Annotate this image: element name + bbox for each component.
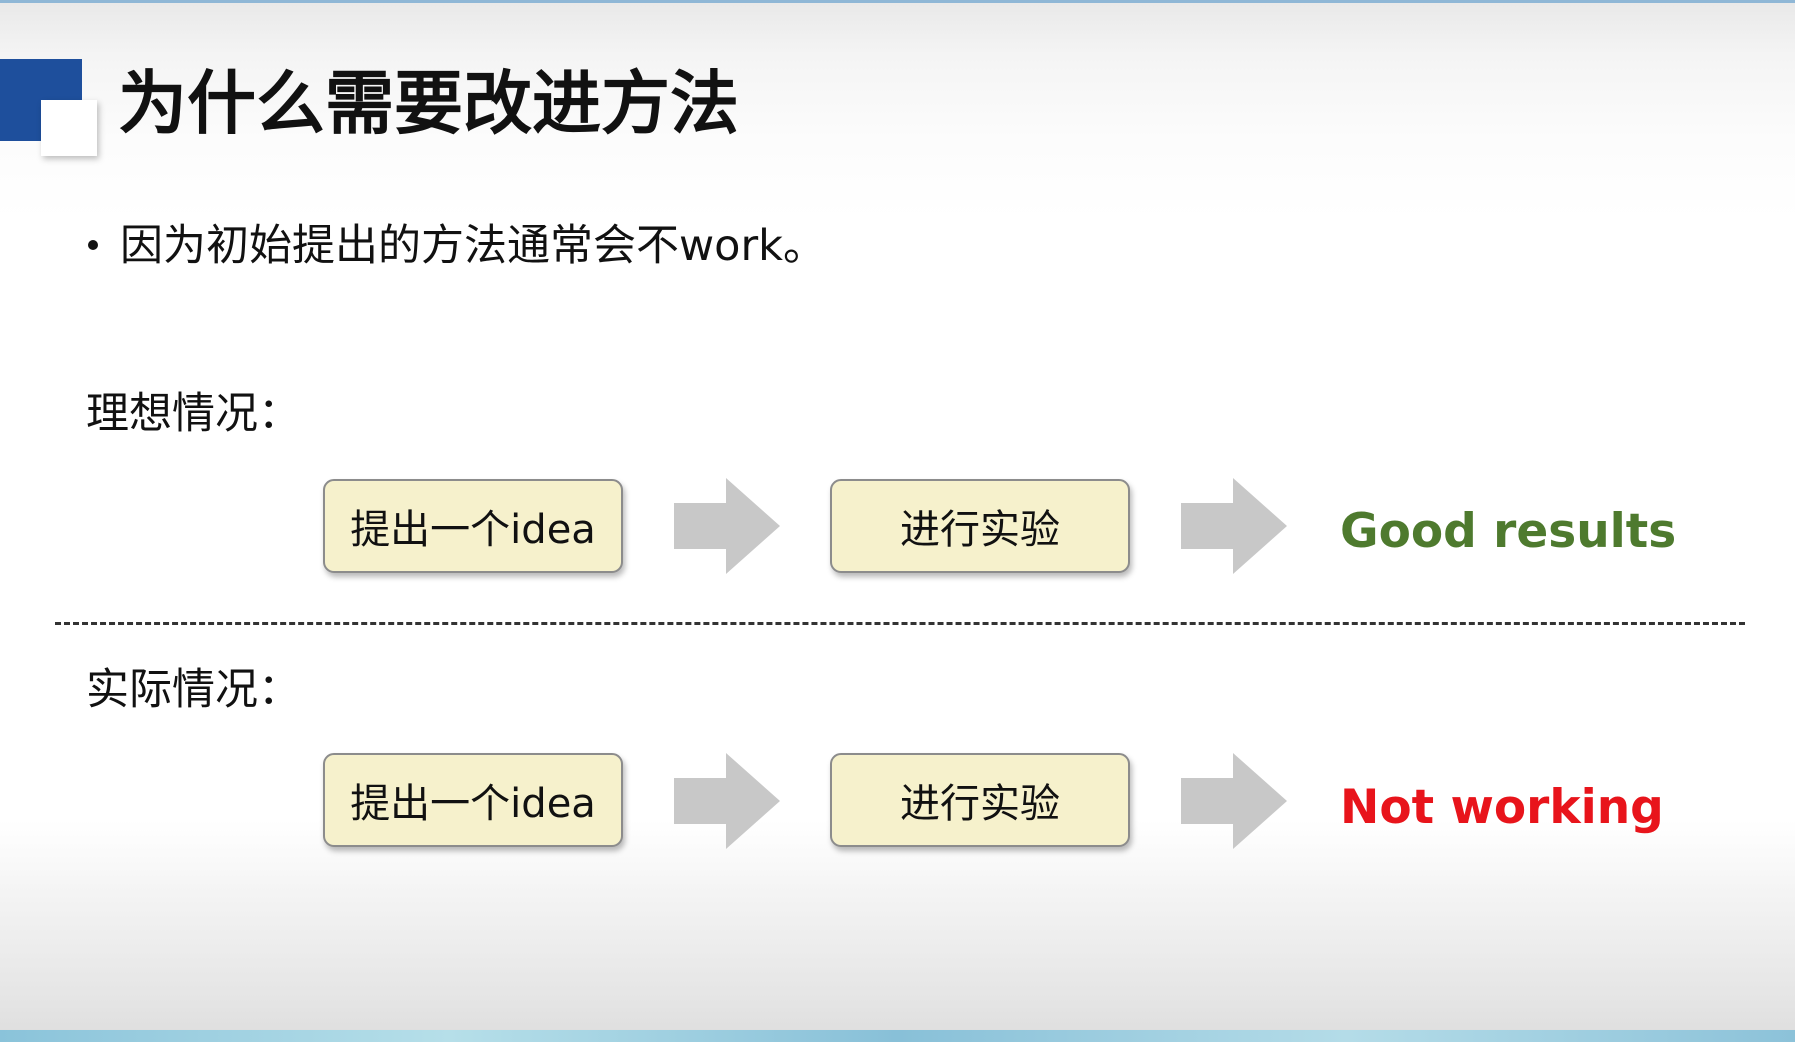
actual-scenario-label: 实际情况：: [86, 665, 301, 715]
bullet-dot-icon: [88, 240, 98, 250]
ideal-step-propose-idea: 提出一个idea: [323, 479, 623, 573]
scenario-divider: [55, 622, 1745, 625]
right-arrow-icon: [674, 753, 780, 849]
ideal-scenario-label: 理想情况：: [86, 389, 301, 439]
top-accent-line: [0, 0, 1795, 3]
ideal-result-text: Good results: [1340, 504, 1677, 559]
right-arrow-icon: [1181, 753, 1287, 849]
right-arrow-icon: [1181, 478, 1287, 574]
actual-step-propose-idea: 提出一个idea: [323, 753, 623, 847]
bottom-decorative-band: [0, 1030, 1795, 1042]
bullet-text: 因为初始提出的方法通常会不work。: [120, 221, 827, 271]
ideal-step-run-experiment: 进行实验: [830, 479, 1130, 573]
actual-step-run-experiment: 进行实验: [830, 753, 1130, 847]
actual-result-text: Not working: [1340, 780, 1664, 835]
right-arrow-icon: [674, 478, 780, 574]
logo-white-square: [41, 100, 97, 156]
slide-title: 为什么需要改进方法: [118, 64, 739, 144]
